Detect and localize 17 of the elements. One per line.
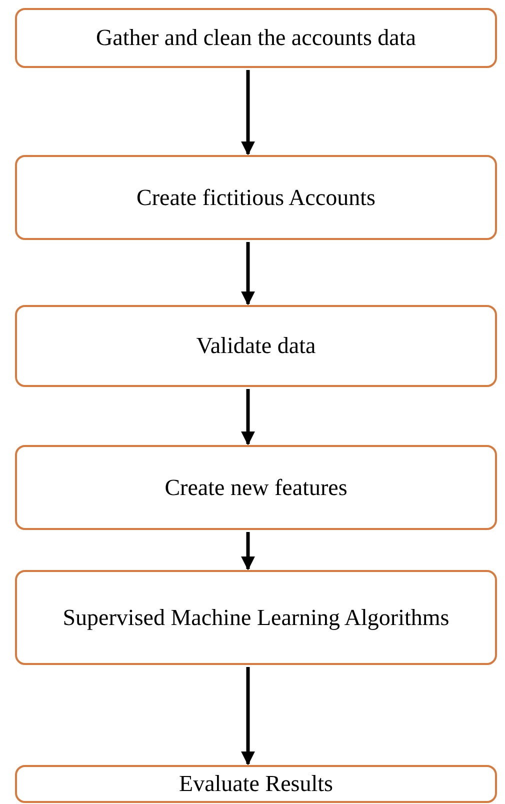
arrow	[241, 242, 255, 306]
arrow	[241, 70, 255, 156]
box-label: Evaluate Results	[179, 770, 333, 798]
box-label: Gather and clean the accounts data	[96, 24, 416, 52]
arrow	[241, 389, 255, 446]
process-box	[15, 8, 497, 68]
box-label: Validate data	[196, 332, 316, 360]
process-box	[15, 305, 497, 387]
box-label: Create fictitious Accounts	[136, 184, 376, 212]
box-label: Create new features	[164, 474, 348, 502]
arrow	[241, 532, 255, 570]
process-box	[15, 570, 497, 665]
process-box	[15, 765, 497, 803]
box-label: Supervised Machine Learning Algorithms	[62, 604, 450, 632]
process-box	[15, 155, 497, 240]
arrow	[241, 667, 255, 766]
process-box	[15, 445, 497, 530]
